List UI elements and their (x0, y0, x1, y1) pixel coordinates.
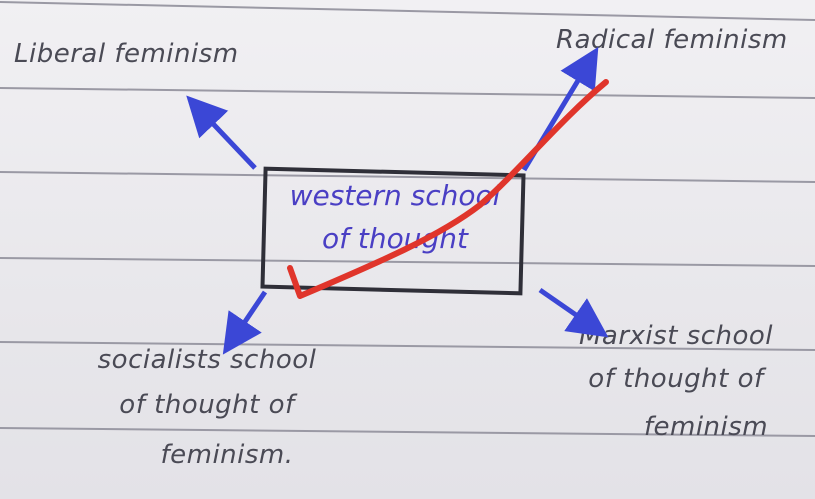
node-liberal-feminism: Liberal feminism (14, 39, 239, 69)
arrow-to-liberal-feminism (186, 95, 257, 170)
node-marxist-line3: feminism (643, 412, 769, 442)
arrow-to-socialist-school (222, 290, 268, 355)
arrow-to-marxist-school (538, 287, 609, 338)
node-marxist-line2: of thought of (588, 363, 764, 394)
node-marxist-school: Marxist school of thought of feminism (566, 320, 786, 444)
node-socialist-line2: of thought of (119, 389, 295, 420)
node-socialist-line1: socialists school (97, 345, 317, 375)
red-strike-mark (287, 79, 609, 299)
central-node-line1: western school (289, 179, 501, 212)
node-marxist-line1: Marxist school (578, 321, 774, 351)
node-socialist-line3: feminism. (160, 440, 294, 470)
node-socialist-school: socialists school of thought of feminism… (92, 344, 322, 472)
